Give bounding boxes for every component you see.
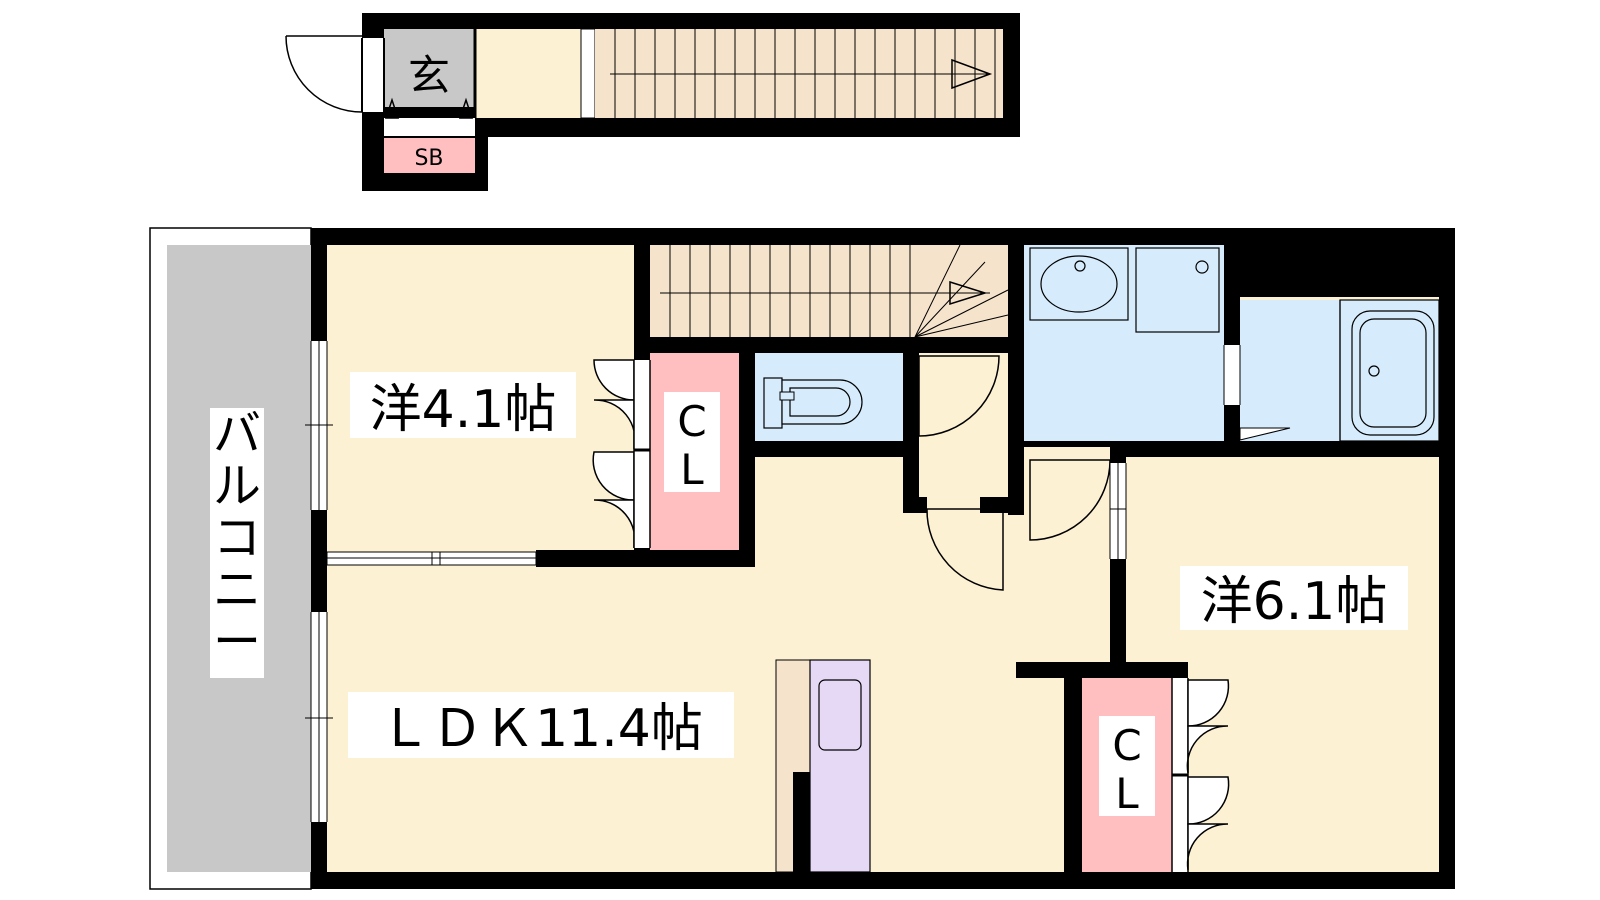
western-room-b-label: 洋6.1帖 xyxy=(1201,572,1388,632)
front-door-swing xyxy=(285,35,363,113)
toilet-fixture xyxy=(763,377,863,429)
washroom-door-swing xyxy=(1029,459,1111,541)
washing-machine xyxy=(1135,247,1220,333)
balcony-label: バルコニー xyxy=(213,406,261,670)
kitchen-sink xyxy=(818,679,862,751)
stair-arrow-icon xyxy=(951,58,993,90)
toilet-door-swing xyxy=(918,355,1000,437)
bathtub xyxy=(1351,310,1435,436)
kitchen-unit xyxy=(809,659,871,873)
closet-b-doors xyxy=(1186,679,1230,871)
shoe-box-label: SB xyxy=(414,146,443,171)
entrance-label: 玄 xyxy=(408,51,450,100)
hall-door-swing xyxy=(926,508,1004,591)
closet-a-doors xyxy=(592,359,636,549)
western-room-a-label: 洋4.1帖 xyxy=(370,380,557,440)
stair-arrow-icon-2 xyxy=(949,280,988,306)
entrance-plan: 玄 SB xyxy=(285,13,1020,191)
entrance-floor xyxy=(384,29,475,107)
lobby-floor xyxy=(475,29,581,118)
main-plan: 洋4.1帖 洋6.1帖 ＬＤＫ11.4帖 CL CL バルコニー xyxy=(149,227,1455,890)
washbasin xyxy=(1029,247,1129,321)
ldk-label: ＬＤＫ11.4帖 xyxy=(379,699,703,759)
